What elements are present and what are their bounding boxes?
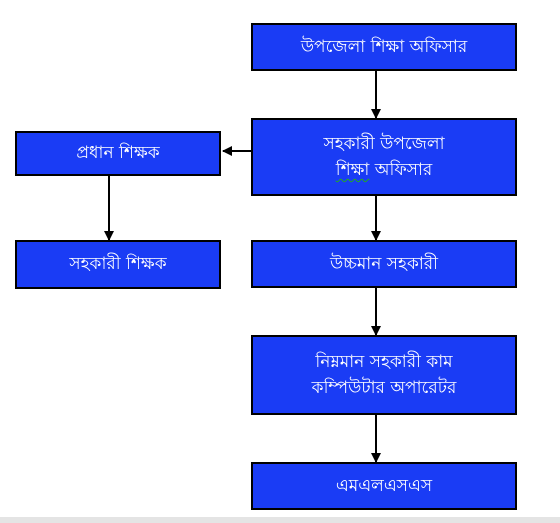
upper-division-assistant-box: উচ্চমান সহকারী: [251, 240, 517, 288]
assistant-upazila-officer-line2: শিক্ষা অফিসার: [336, 157, 433, 183]
mlss-box: এমএলএসএস: [251, 462, 517, 510]
assistant-upazila-officer-line1: সহকারী উপজেলা: [323, 133, 445, 154]
bottom-scroll-strip: [0, 517, 560, 523]
head-teacher-box: প্রধান শিক্ষক: [15, 131, 221, 176]
assistant-upazila-officer-box: সহকারী উপজেলা শিক্ষা অফিসার: [251, 118, 517, 196]
assistant-teacher-label: সহকারী শিক্ষক: [69, 254, 167, 275]
head-teacher-label: প্রধান শিক্ষক: [76, 143, 160, 164]
upazila-education-officer-box: উপজেলা শিক্ষা অফিসার: [251, 23, 517, 71]
lower-division-assistant-line2: কম্পিউটার অপারেটর: [311, 378, 457, 398]
upazila-education-officer-label: উপজেলা শিক্ষা অফিসার: [300, 36, 468, 57]
mlss-label: এমএলএসএস: [335, 475, 433, 496]
assistant-upazila-officer-line2-education: শিক্ষা: [335, 160, 370, 180]
assistant-teacher-box: সহকারী শিক্ষক: [15, 240, 221, 289]
upper-division-assistant-label: উচ্চমান সহকারী: [329, 253, 438, 274]
assistant-upazila-officer-line2-officer: অফিসার: [374, 160, 433, 180]
lower-division-assistant-line1: নিম্নমান সহকারী কাম: [315, 351, 453, 372]
lower-division-assistant-box: নিম্নমান সহকারী কাম কম্পিউটার অপারেটর: [251, 335, 517, 415]
